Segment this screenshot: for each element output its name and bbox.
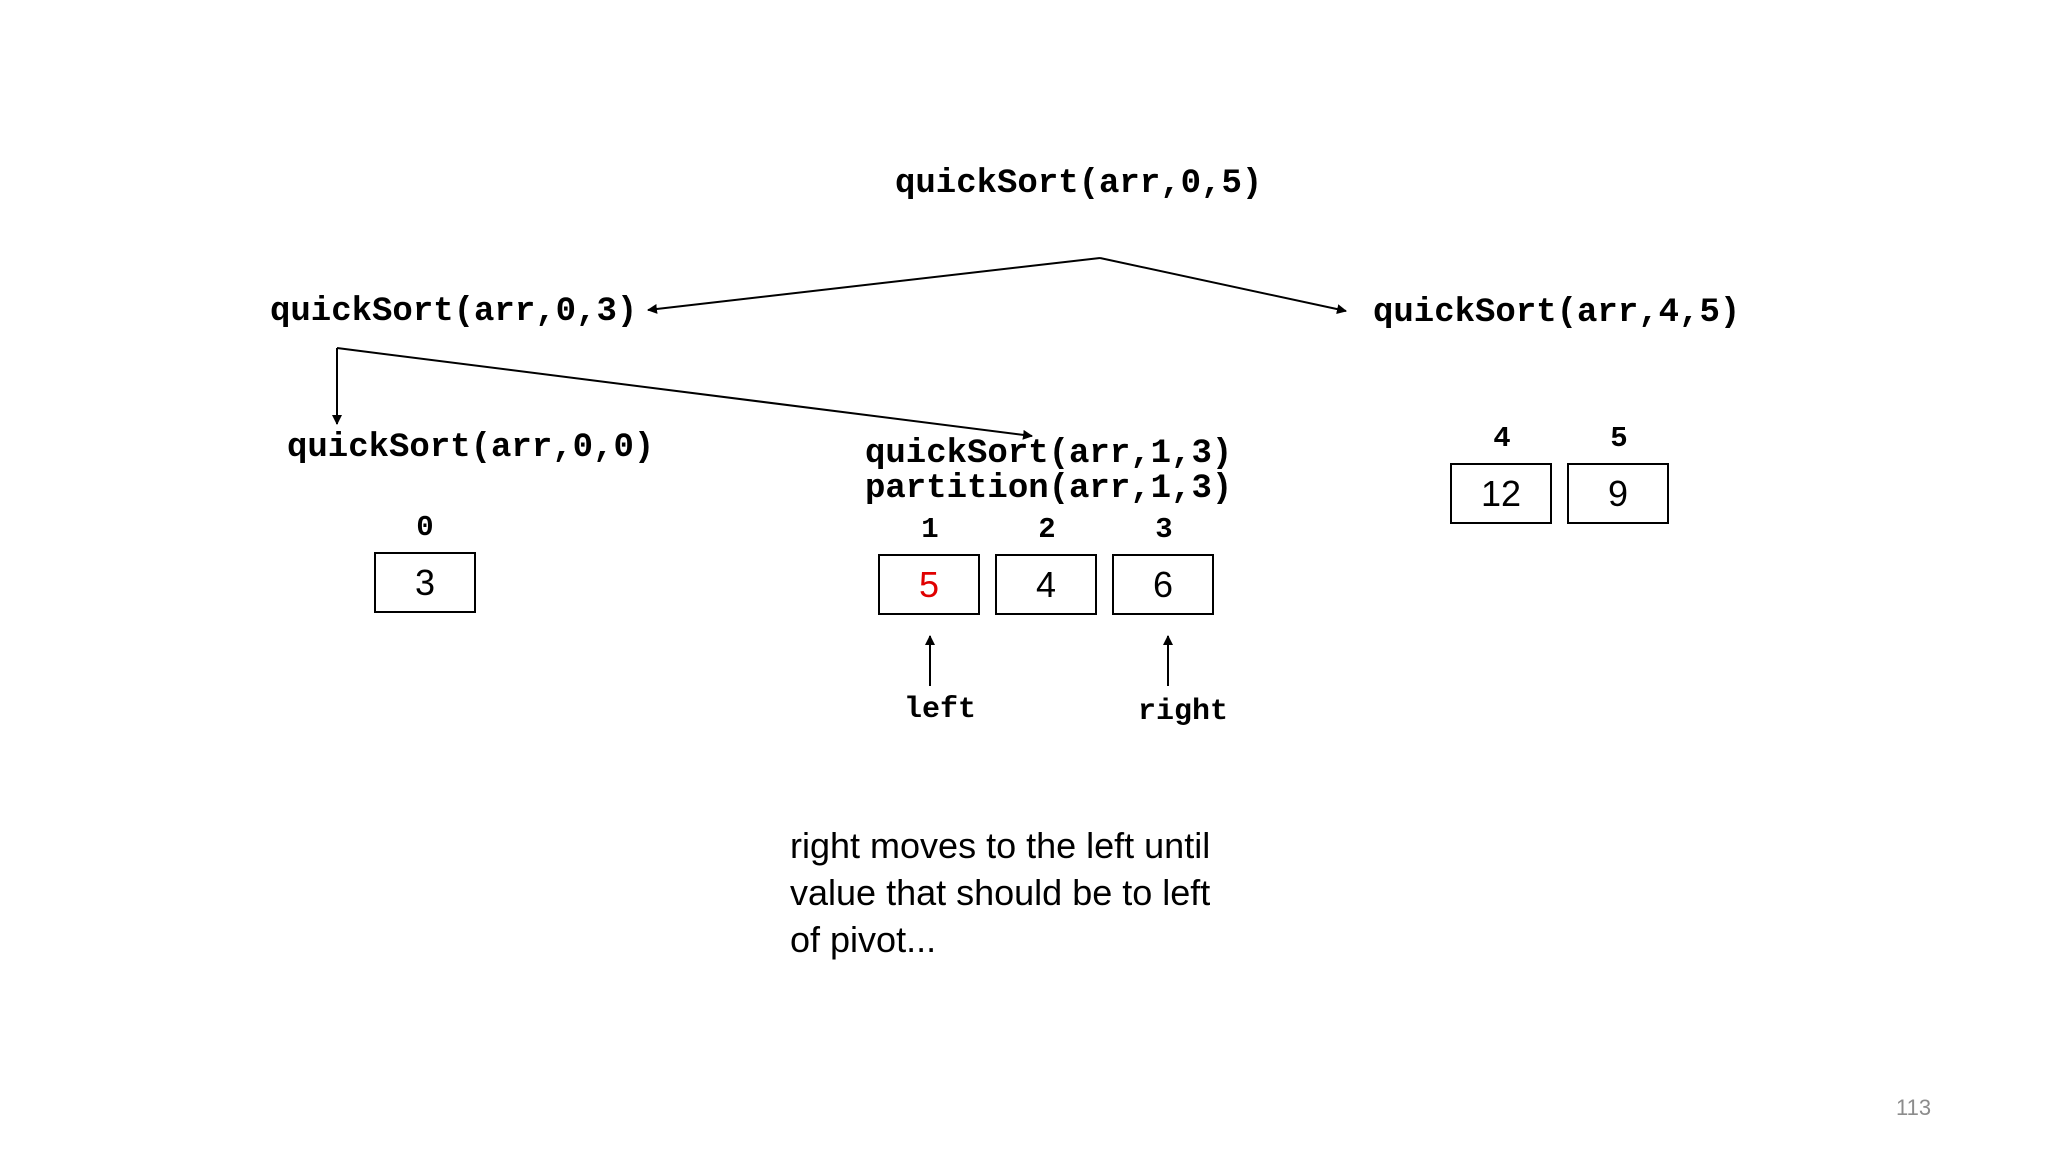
call-root: quickSort(arr,0,5) <box>895 165 1263 203</box>
pivot-cell: 5 <box>878 554 980 615</box>
arrow-left-to-left-right <box>336 347 1033 440</box>
note-line: right moves to the left until <box>790 825 1211 866</box>
array-cell: 9 <box>1567 463 1669 524</box>
call-left-right: quickSort(arr,1,3) <box>865 435 1233 473</box>
array-index: 1 <box>921 513 939 546</box>
array-index: 4 <box>1493 422 1511 455</box>
array-cell: 4 <box>995 554 1097 615</box>
array-index: 0 <box>416 511 434 544</box>
array-index: 5 <box>1610 422 1628 455</box>
explanation-note: right moves to the left until value that… <box>790 822 1270 963</box>
array-cell: 6 <box>1112 554 1214 615</box>
arrow-root-to-left <box>647 257 1101 314</box>
left-pointer-label: left <box>904 693 977 727</box>
page-number: 113 <box>1896 1095 1932 1120</box>
arrow-root-to-right <box>1099 257 1347 314</box>
right-pointer-label: right <box>1138 695 1229 729</box>
call-partition: partition(arr,1,3) <box>865 470 1233 508</box>
call-left: quickSort(arr,0,3) <box>270 293 638 331</box>
array-cell: 3 <box>374 552 476 613</box>
call-right: quickSort(arr,4,5) <box>1373 294 1741 332</box>
array-index: 2 <box>1038 513 1056 546</box>
array-cell: 12 <box>1450 463 1552 524</box>
note-line: of pivot... <box>790 919 937 960</box>
array-index: 3 <box>1155 513 1173 546</box>
call-left-left: quickSort(arr,0,0) <box>287 429 655 467</box>
note-line: value that should be to left <box>790 872 1211 913</box>
